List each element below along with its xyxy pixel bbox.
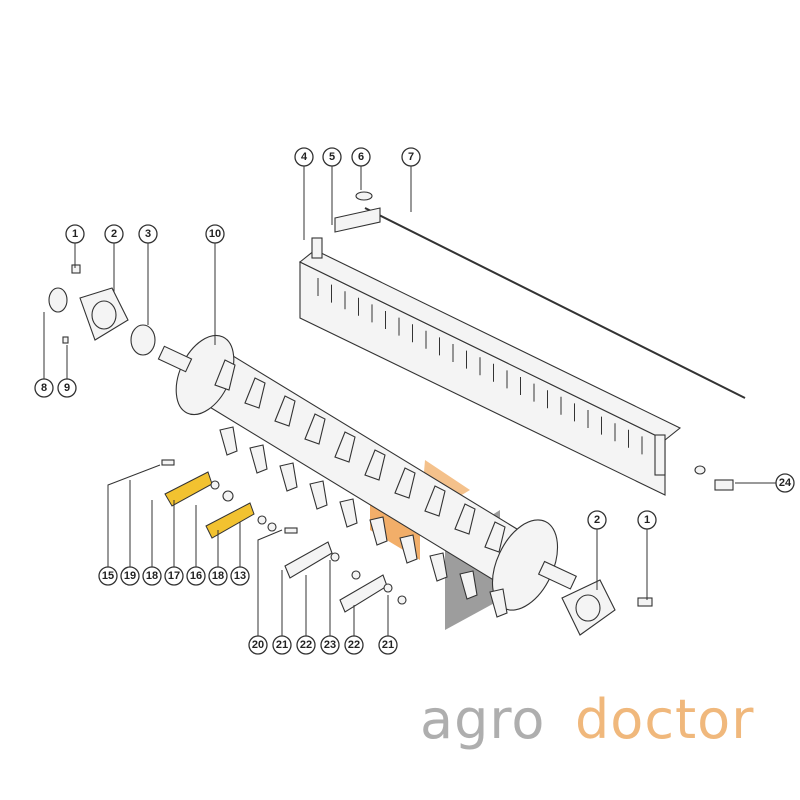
rotor-paddle <box>459 570 478 600</box>
rotor-paddle <box>309 480 328 510</box>
callout-20: 20 <box>248 635 268 655</box>
rotor-paddle <box>334 431 356 463</box>
svg-text:7: 7 <box>408 151 414 163</box>
bearing <box>130 324 156 356</box>
rotor-paddle <box>394 467 416 499</box>
svg-text:2: 2 <box>111 228 117 240</box>
svg-text:19: 19 <box>124 570 136 582</box>
svg-text:6: 6 <box>358 151 364 163</box>
rotor-paddle <box>279 462 298 492</box>
callout-2: 2 <box>104 224 124 244</box>
callout-24: 24 <box>775 473 795 493</box>
rotor-drum <box>157 334 578 618</box>
callout-3: 3 <box>138 224 158 244</box>
callout-19: 19 <box>120 566 140 586</box>
watermark-doctor: doctor <box>575 688 755 751</box>
callout-1: 1 <box>65 224 85 244</box>
plate <box>334 207 381 233</box>
callout-6: 6 <box>351 147 371 167</box>
rotor-paddle <box>214 359 236 391</box>
knife-2 <box>339 574 388 613</box>
rotor-paddle <box>304 413 326 445</box>
callout-4: 4 <box>294 147 314 167</box>
rotor-paddle <box>369 516 388 546</box>
callout-22: 22 <box>344 635 364 655</box>
svg-text:1: 1 <box>644 514 650 526</box>
callout-7: 7 <box>401 147 421 167</box>
svg-text:22: 22 <box>300 639 312 651</box>
rotor-paddle <box>244 377 266 409</box>
svg-text:1: 1 <box>72 228 78 240</box>
svg-text:10: 10 <box>209 228 221 240</box>
svg-text:2: 2 <box>594 514 600 526</box>
callout-15: 15 <box>98 566 118 586</box>
svg-text:22: 22 <box>348 639 360 651</box>
callout-23: 23 <box>320 635 340 655</box>
svg-text:23: 23 <box>324 639 336 651</box>
callout-2: 2 <box>587 510 607 530</box>
callout-18: 18 <box>208 566 228 586</box>
rod <box>364 207 746 399</box>
svg-text:3: 3 <box>145 228 151 240</box>
callout-1: 1 <box>637 510 657 530</box>
callout-13: 13 <box>230 566 250 586</box>
svg-text:5: 5 <box>329 151 335 163</box>
callout-17: 17 <box>164 566 184 586</box>
svg-text:18: 18 <box>212 570 224 582</box>
rotor-paddle <box>484 521 506 553</box>
callout-9: 9 <box>57 378 77 398</box>
rotor-paddle <box>274 395 296 427</box>
svg-text:18: 18 <box>146 570 158 582</box>
clip <box>355 191 373 201</box>
knife-highlighted-1 <box>164 471 213 507</box>
callout-10: 10 <box>205 224 225 244</box>
svg-text:21: 21 <box>382 639 394 651</box>
callout-22: 22 <box>296 635 316 655</box>
rotor-paddle <box>399 534 418 564</box>
knife-highlighted-2 <box>205 502 255 539</box>
svg-text:9: 9 <box>64 382 70 394</box>
callout-21: 21 <box>272 635 292 655</box>
knife-1 <box>284 541 333 579</box>
svg-text:21: 21 <box>276 639 288 651</box>
callout-5: 5 <box>322 147 342 167</box>
svg-text:16: 16 <box>190 570 202 582</box>
svg-text:15: 15 <box>102 570 114 582</box>
callout-8: 8 <box>34 378 54 398</box>
svg-text:8: 8 <box>41 382 47 394</box>
watermark-agro: agro <box>420 688 546 751</box>
rotor-paddle <box>249 444 268 474</box>
svg-text:20: 20 <box>252 639 264 651</box>
rotor-paddle <box>429 552 448 582</box>
rotor-paddle <box>339 498 358 528</box>
seal <box>48 287 68 313</box>
svg-text:4: 4 <box>301 151 308 163</box>
rotor-paddle <box>454 503 476 535</box>
svg-text:13: 13 <box>234 570 246 582</box>
callout-16: 16 <box>186 566 206 586</box>
rotor-paddle <box>424 485 446 517</box>
callout-18: 18 <box>142 566 162 586</box>
svg-text:24: 24 <box>779 477 792 489</box>
tine-bar <box>298 237 682 496</box>
rotor-paddle <box>489 588 508 618</box>
rotor-paddle <box>364 449 386 481</box>
leader-lines <box>43 166 776 636</box>
rotor-paddle <box>219 426 238 456</box>
callout-21: 21 <box>378 635 398 655</box>
svg-text:17: 17 <box>168 570 180 582</box>
